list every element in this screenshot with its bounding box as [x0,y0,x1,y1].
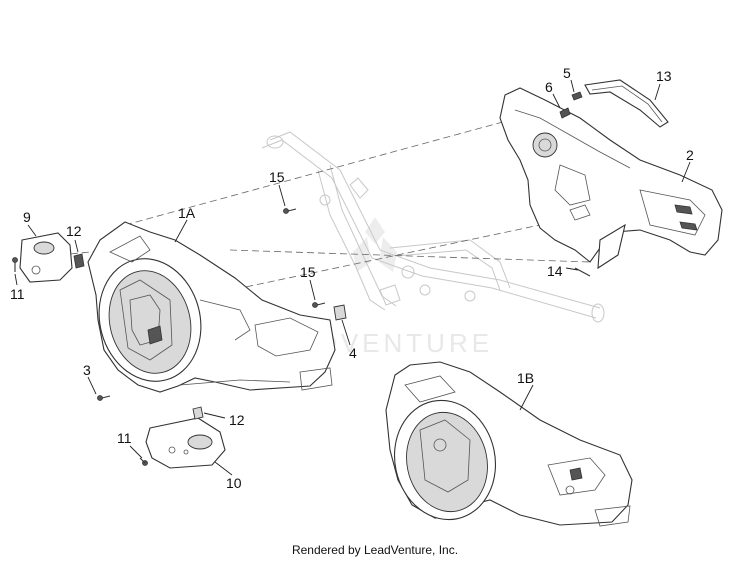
label-3: 3 [83,362,91,378]
assembly-lines [59,119,591,306]
part-2-instrument-housing [499,87,723,270]
label-12-lower: 12 [229,412,245,428]
part-12-lower-clip [192,406,204,420]
label-6: 6 [545,79,553,95]
part-4-clip-nut [333,304,347,321]
label-14: 14 [547,263,563,279]
label-2: 2 [686,147,694,163]
part-5-screw [571,91,583,101]
part-14-clip [574,267,591,277]
label-11-lower: 11 [117,430,132,446]
part-6-screw [559,107,571,119]
watermark-logo-icon [353,217,397,272]
part-13-top-trim [584,79,669,128]
label-12-upper: 12 [66,223,82,239]
label-11-upper: 11 [10,286,25,302]
part-labels: 1A 1B 2 3 4 5 6 9 10 11 11 12 12 13 14 1… [10,65,694,491]
part-11-lower-screw [139,457,148,466]
label-13: 13 [656,68,672,84]
label-1a: 1A [178,205,196,221]
part-9-cover [19,232,73,283]
part-15-mid-screw [312,302,326,308]
part-12-upper-clip [73,253,85,269]
leader-lines [14,79,691,476]
part-11-upper-screw [12,257,18,272]
part-1a-front-cover [87,221,336,393]
label-9: 9 [23,209,31,225]
part-1b-rear-cover [385,361,633,527]
label-1b: 1B [517,370,534,386]
label-4: 4 [349,345,357,361]
part-15-upper-screw [283,208,297,214]
label-10: 10 [226,475,242,491]
footer-credit: Rendered by LeadVenture, Inc. [291,543,459,557]
label-5: 5 [563,65,571,81]
label-15-upper: 15 [269,169,285,185]
label-15-mid: 15 [300,264,316,280]
part-3-screw [97,395,111,401]
part-10-cover [145,417,226,469]
handlebar-frame [261,131,605,323]
